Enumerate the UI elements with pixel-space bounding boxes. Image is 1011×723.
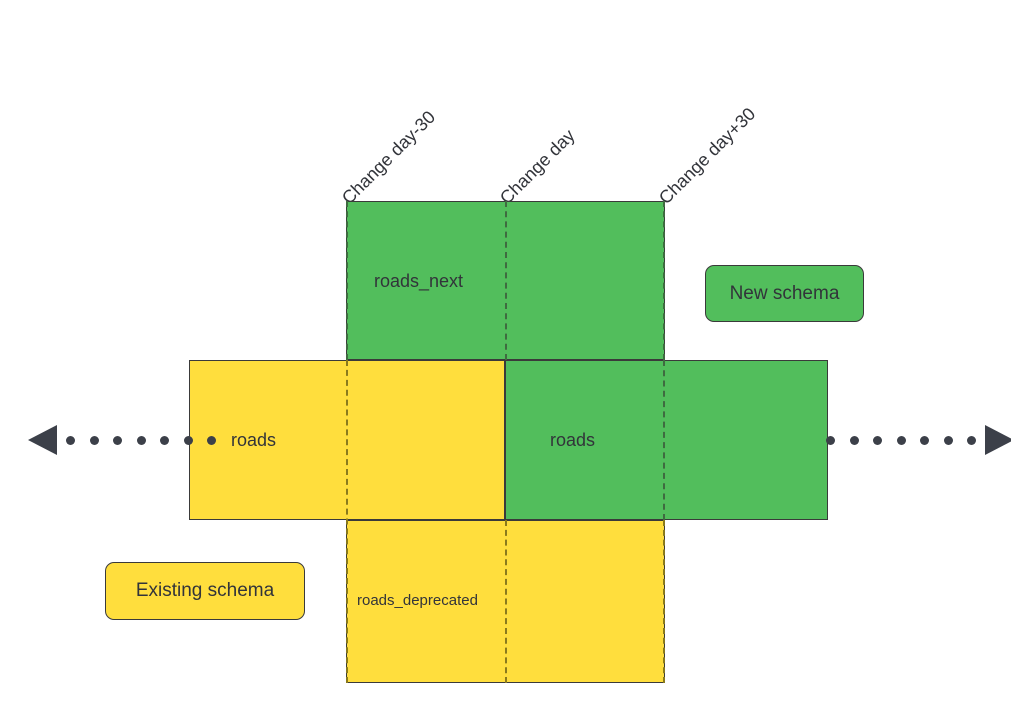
arrow-dot: [943, 435, 953, 445]
arrow-dot: [136, 435, 146, 445]
arrow-dot: [967, 435, 976, 445]
block-roads-new-label: roads: [550, 430, 596, 450]
arrow-head-right-icon: [985, 425, 1011, 455]
arrow-dot: [160, 435, 169, 445]
block-roads-existing[interactable]: roads: [189, 360, 505, 520]
arrow-dot: [873, 435, 882, 445]
arrow-dots-right: [826, 435, 976, 445]
legend-existing-schema-label: Existing schema: [135, 580, 275, 601]
block-roads-next[interactable]: roads_next: [346, 201, 665, 360]
block-roads-new[interactable]: roads: [505, 360, 828, 520]
block-roads-deprecated[interactable]: roads_deprecated: [346, 520, 665, 683]
axis-caption-change-day-minus-30: Change day-30: [337, 106, 440, 209]
axis-caption-change-day: Change day: [495, 125, 579, 209]
arrow-dot: [920, 435, 929, 445]
arrow-head-left-icon: [28, 425, 57, 455]
timeline-arrow-right: [826, 425, 1011, 455]
legend-new-schema-label: New schema: [729, 282, 840, 304]
legend-new-schema[interactable]: New schema: [705, 265, 864, 322]
arrow-dot: [89, 435, 99, 445]
arrow-dot: [113, 435, 122, 445]
arrow-dot: [826, 435, 835, 445]
legend-existing-schema[interactable]: Existing schema: [105, 562, 305, 620]
block-roads-existing-label: roads: [231, 430, 277, 450]
arrow-dot: [66, 435, 75, 445]
arrow-dot: [207, 435, 216, 445]
arrow-dots-left: [66, 435, 216, 445]
block-roads-next-label: roads_next: [374, 271, 464, 291]
arrow-dot: [183, 435, 193, 445]
arrow-dot: [896, 435, 906, 445]
arrow-dot: [849, 435, 859, 445]
block-roads-deprecated-label: roads_deprecated: [357, 592, 478, 609]
timeline-arrow-left: [28, 425, 216, 455]
axis-caption-change-day-plus-30: Change day+30: [654, 103, 760, 209]
